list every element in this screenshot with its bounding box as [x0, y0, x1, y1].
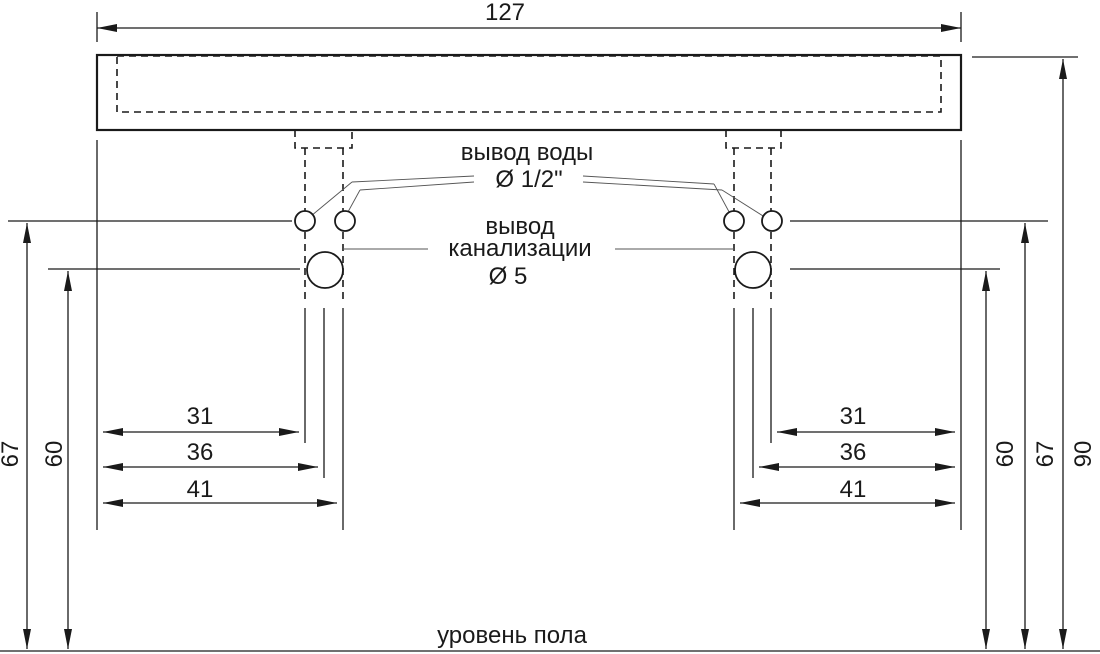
extension-lines: [96, 12, 962, 530]
drain-outlet-left: [306, 251, 344, 289]
water-outlet-label: вывод воды: [461, 139, 594, 166]
right-height-67-label: 67: [1032, 441, 1059, 468]
height-extension-lines: [8, 56, 1078, 270]
left-dim-36: 36: [187, 439, 214, 466]
left-dim-41: 41: [187, 476, 214, 503]
cabinet-body: [95, 53, 963, 132]
water-outlet-right-1: [723, 210, 745, 232]
cabinet-inner-outline: [116, 55, 942, 113]
drain-diameter-label: Ø 5: [489, 263, 528, 290]
overall-width-label: 127: [485, 0, 525, 26]
right-dim-31: 31: [840, 403, 867, 430]
drain-outlet-label-line1: вывод: [485, 213, 554, 240]
left-height-67-label: 67: [0, 441, 24, 468]
left-dim-31: 31: [187, 403, 214, 430]
right-height-90-label: 90: [1070, 441, 1097, 468]
right-horizontal-dimensions: [740, 428, 955, 507]
water-outlet-right-2: [761, 210, 783, 232]
right-height-60-label: 60: [992, 441, 1019, 468]
drain-outlet-label-line2: канализации: [448, 235, 591, 262]
right-dim-41: 41: [840, 476, 867, 503]
right-dim-36: 36: [840, 439, 867, 466]
left-height-60-label: 60: [41, 441, 68, 468]
leader-lines: [304, 175, 772, 250]
left-horizontal-dimensions: [103, 428, 337, 507]
water-outlet-left-2: [334, 210, 356, 232]
drain-outlet-right: [734, 251, 772, 289]
water-outlet-left-1: [294, 210, 316, 232]
floor-level-label: уровень пола: [437, 622, 588, 649]
water-diameter-label: Ø 1/2": [495, 166, 562, 193]
